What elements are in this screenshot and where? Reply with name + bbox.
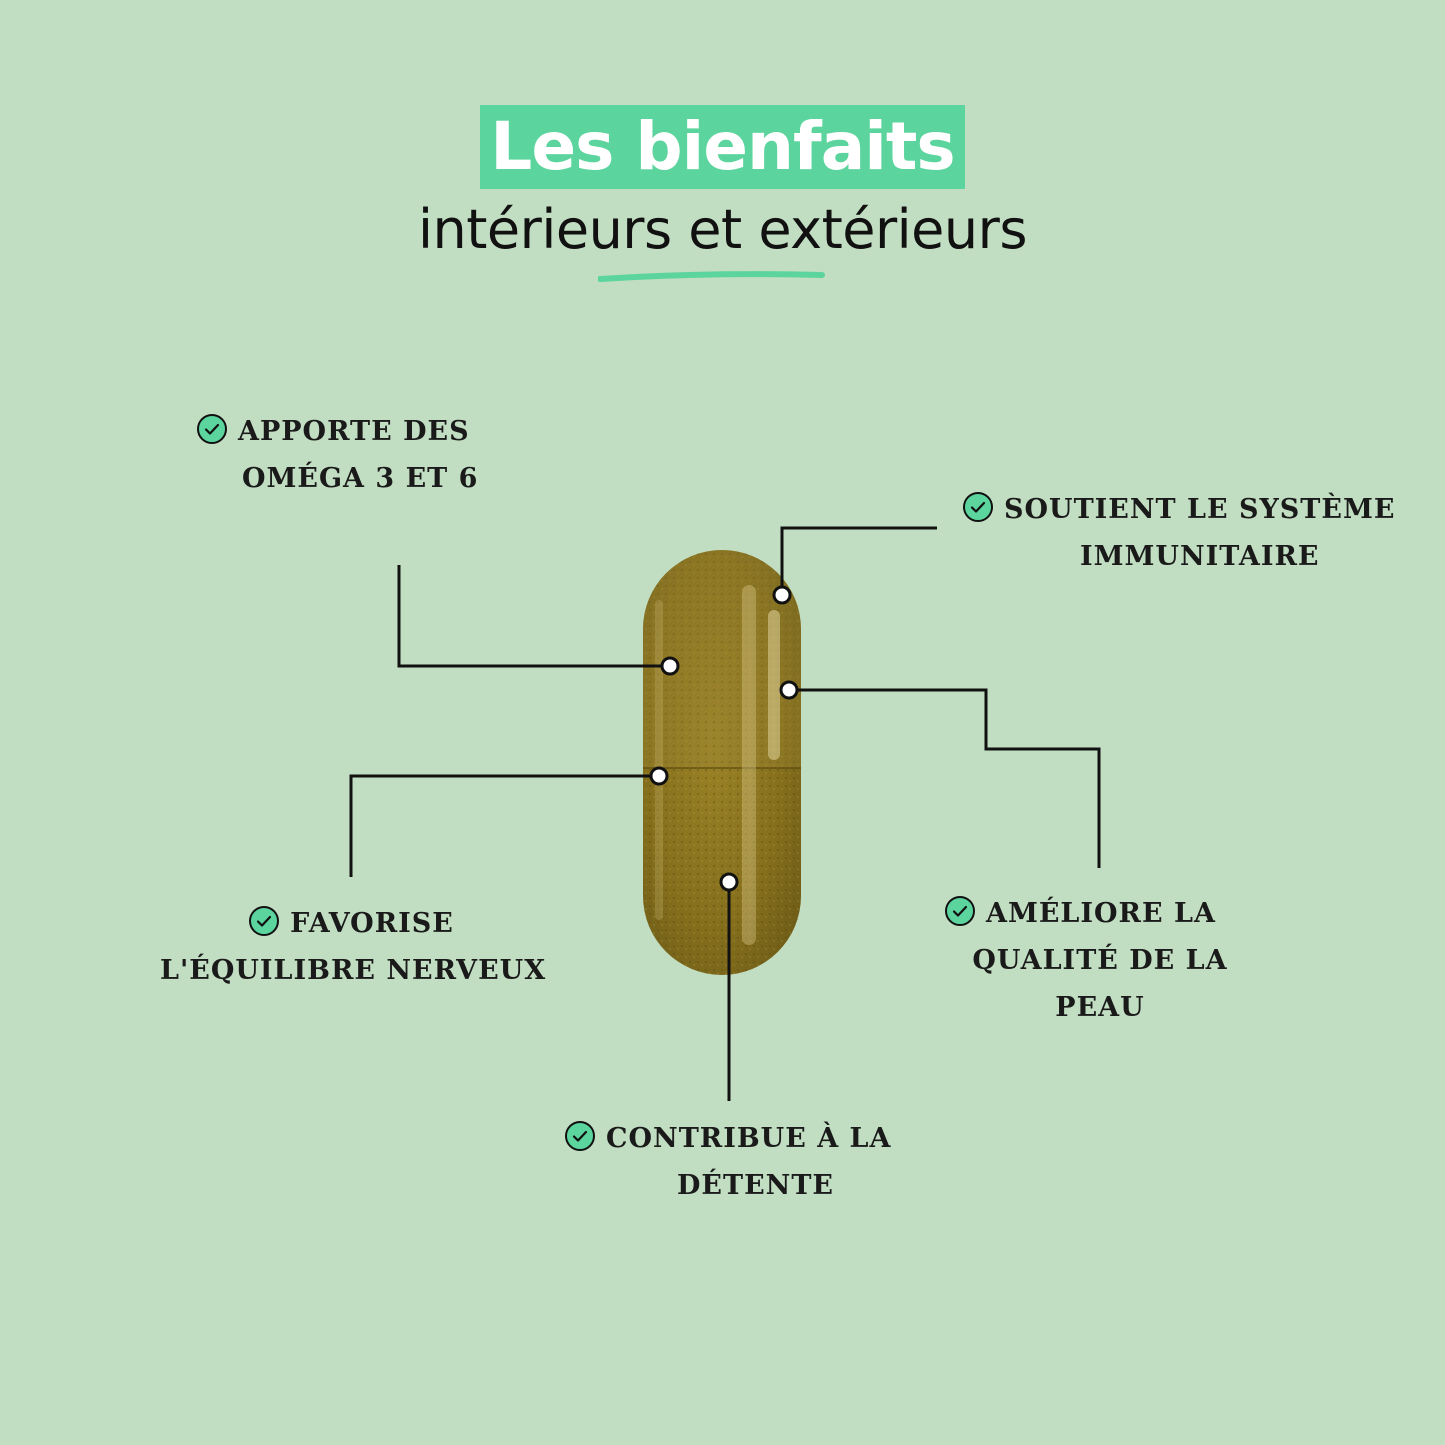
check-circle-icon [565,1121,595,1151]
benefit-skin: AMÉLIORE LA QUALITÉ DE LA PEAU [940,890,1260,1031]
benefit-omega: APPORTE DES OMÉGA 3 ET 6 [196,408,477,502]
connector-dot [649,766,669,786]
benefit-nerve: FAVORISE L'ÉQUILIBRE NERVEUX [160,900,545,994]
title-container: Les bienfaits [0,105,1445,189]
check-circle-icon [249,906,280,936]
connector-immune [780,526,937,595]
title-underline [598,271,825,282]
connector-dot [719,872,739,892]
benefit-immune: SOUTIENT LE SYSTÈME IMMUNITAIRE [962,486,1402,580]
connector-dot [660,656,680,676]
benefit-relax: CONTRIBUE À LA DÉTENTE [564,1115,904,1209]
check-circle-icon [197,414,227,444]
check-circle-icon [963,492,993,522]
check-circle-icon [945,896,975,926]
connector-skin [789,688,1101,868]
page-title: Les bienfaits [480,105,965,189]
connector-dot [772,585,792,605]
connector-omega [397,565,670,668]
page-subtitle: intérieurs et extérieurs [418,198,1027,261]
connector-nerve [349,774,659,877]
capsule-image [643,550,801,975]
connector-dot [779,680,799,700]
